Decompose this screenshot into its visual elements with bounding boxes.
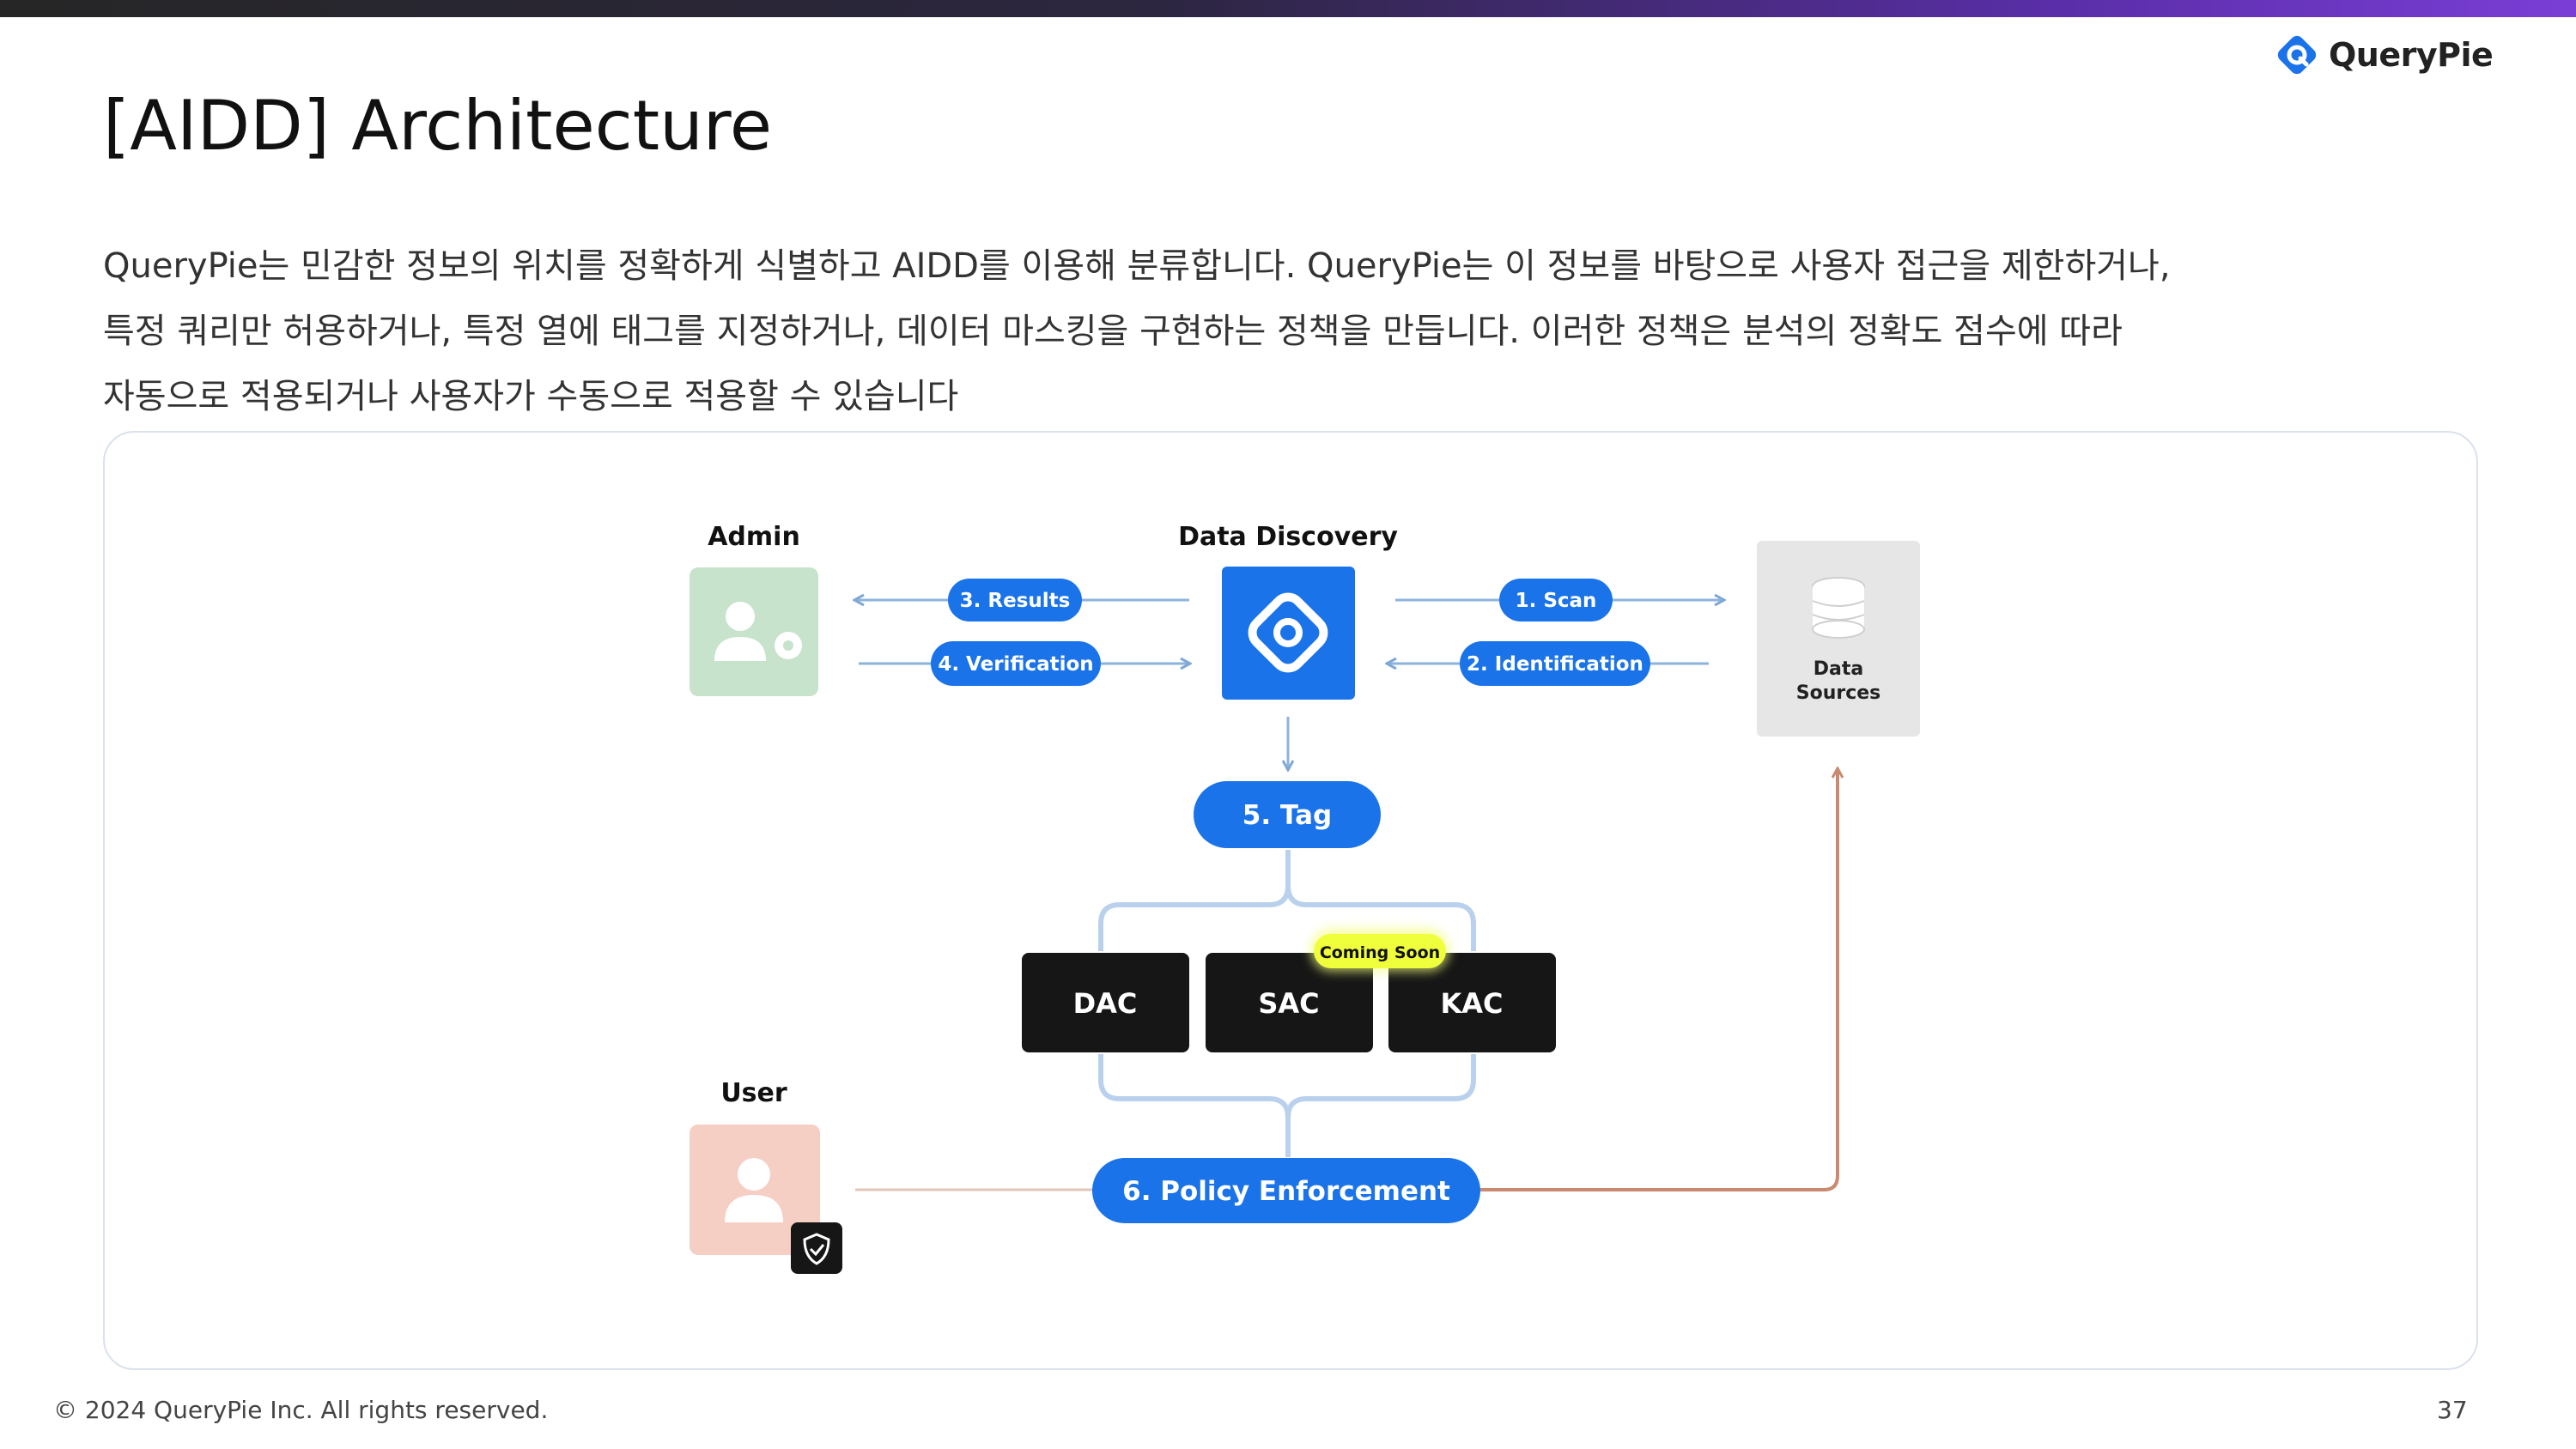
brand-logo: QueryPie <box>2274 29 2494 81</box>
data-sources-node: Data Sources <box>1757 541 1920 737</box>
step-results: 3. Results <box>960 590 1071 612</box>
policy-merge-lines <box>1098 1054 1476 1157</box>
coming-soon-badge: Coming Soon <box>1310 929 1449 972</box>
results-flow: 3. Results <box>855 579 1189 621</box>
shield-icon <box>803 1233 830 1265</box>
querypie-logo-icon <box>1248 592 1328 673</box>
description-line: 특정 쿼리만 허용하거나, 특정 열에 태그를 지정하거나, 데이터 마스킹을 … <box>103 312 2123 351</box>
description: QueryPie는 민감한 정보의 위치를 정확하게 식별하고 AIDD를 이용… <box>103 233 2482 429</box>
admin-label: Admin <box>708 522 800 552</box>
description-line: QueryPie는 민감한 정보의 위치를 정확하게 식별하고 AIDD를 이용… <box>103 246 2171 286</box>
step-policy-enforcement: 6. Policy Enforcement <box>1122 1176 1450 1207</box>
database-icon <box>1812 577 1865 639</box>
policy-to-sources-arrow <box>1480 769 1838 1191</box>
description-line: 자동으로 적용되거나 사용자가 수동으로 적용할 수 있습니다 <box>103 377 959 416</box>
step-tag: 5. Tag <box>1242 800 1332 831</box>
sac-box: SAC <box>1206 953 1373 1052</box>
top-gradient-bar <box>0 0 2576 17</box>
sac-label: SAC <box>1258 987 1319 1020</box>
step-identification: 2. Identification <box>1467 653 1643 676</box>
coming-soon-text: Coming Soon <box>1320 943 1440 962</box>
data-discovery-node <box>1222 567 1355 700</box>
data-discovery-label: Data Discovery <box>1178 522 1398 552</box>
user-node <box>690 1125 842 1274</box>
admin-user-gear-icon <box>714 602 802 661</box>
verification-flow: 4. Verification <box>859 641 1189 686</box>
data-sources-label: Sources <box>1796 682 1881 704</box>
data-sources-label: Data <box>1814 658 1863 680</box>
page-title: [AIDD] Architecture <box>103 86 773 166</box>
dac-label: DAC <box>1073 987 1138 1020</box>
logo-text: QueryPie <box>2329 36 2494 74</box>
kac-label: KAC <box>1440 987 1503 1020</box>
querypie-logo-icon <box>2277 35 2317 75</box>
step-scan: 1. Scan <box>1516 590 1597 612</box>
user-icon <box>725 1158 783 1222</box>
step-verification: 4. Verification <box>938 653 1093 676</box>
user-label: User <box>720 1078 787 1108</box>
admin-node <box>690 567 818 696</box>
footer-copyright: © 2024 QueryPie Inc. All rights reserved… <box>53 1396 549 1424</box>
kac-box: KAC <box>1388 953 1556 1052</box>
tag-step: 5. Tag <box>1194 781 1381 848</box>
identification-flow: 2. Identification <box>1388 641 1709 686</box>
policy-enforcement-step: 6. Policy Enforcement <box>1092 1158 1480 1223</box>
scan-flow: 1. Scan <box>1395 579 1723 621</box>
dac-box: DAC <box>1022 953 1189 1052</box>
page-number: 37 <box>2437 1396 2468 1424</box>
tag-branch-lines <box>1098 850 1476 951</box>
